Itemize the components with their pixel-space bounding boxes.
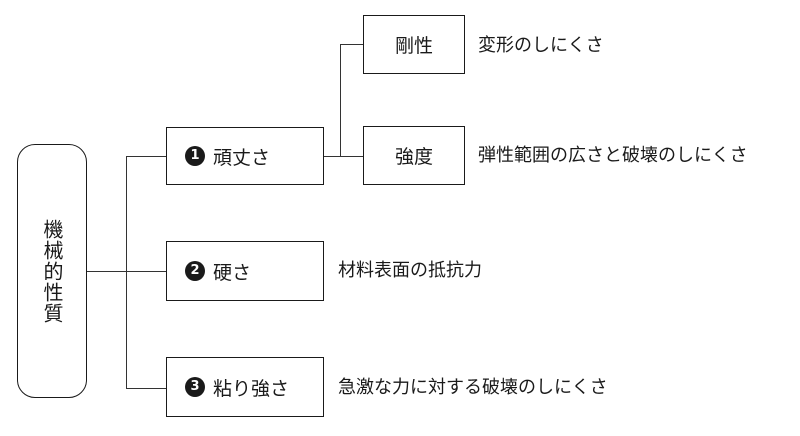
connector-root-to-trunk — [87, 271, 127, 272]
description-hardness: 材料表面の抵抗力 — [338, 260, 482, 281]
root-node: 機械的性質 — [17, 144, 87, 398]
connector-trunk-to-branch-2 — [126, 271, 166, 272]
description-toughness: 急激な力に対する破壊のしにくさ — [338, 377, 608, 398]
number-badge-1: 1 — [185, 146, 205, 166]
root-label: 機械的性質 — [40, 218, 64, 324]
number-badge-3: 3 — [185, 377, 205, 397]
sub-node-strength: 強度 — [363, 126, 465, 185]
sub-label-strength: 強度 — [394, 146, 433, 168]
branch-label-2: 硬さ — [213, 261, 252, 284]
sub-node-stiffness: 剛性 — [363, 15, 465, 74]
branch-node-1: 1 頑丈さ — [166, 127, 324, 185]
connector-branch-1-out — [324, 156, 364, 157]
connector-sub-trunk — [340, 44, 341, 157]
connector-trunk — [126, 156, 127, 389]
connector-to-sub-1 — [340, 44, 364, 45]
branch-label-3: 粘り強さ — [213, 377, 290, 400]
connector-trunk-to-branch-1 — [126, 156, 166, 157]
description-strength: 弾性範囲の広さと破壊のしにくさ — [478, 145, 748, 166]
sub-label-stiffness: 剛性 — [394, 35, 433, 57]
branch-label-1: 頑丈さ — [213, 146, 271, 169]
description-stiffness: 変形のしにくさ — [478, 35, 604, 56]
number-badge-2: 2 — [185, 261, 205, 281]
connector-trunk-to-branch-3 — [126, 388, 166, 389]
branch-node-2: 2 硬さ — [166, 241, 324, 301]
branch-node-3: 3 粘り強さ — [166, 357, 324, 417]
